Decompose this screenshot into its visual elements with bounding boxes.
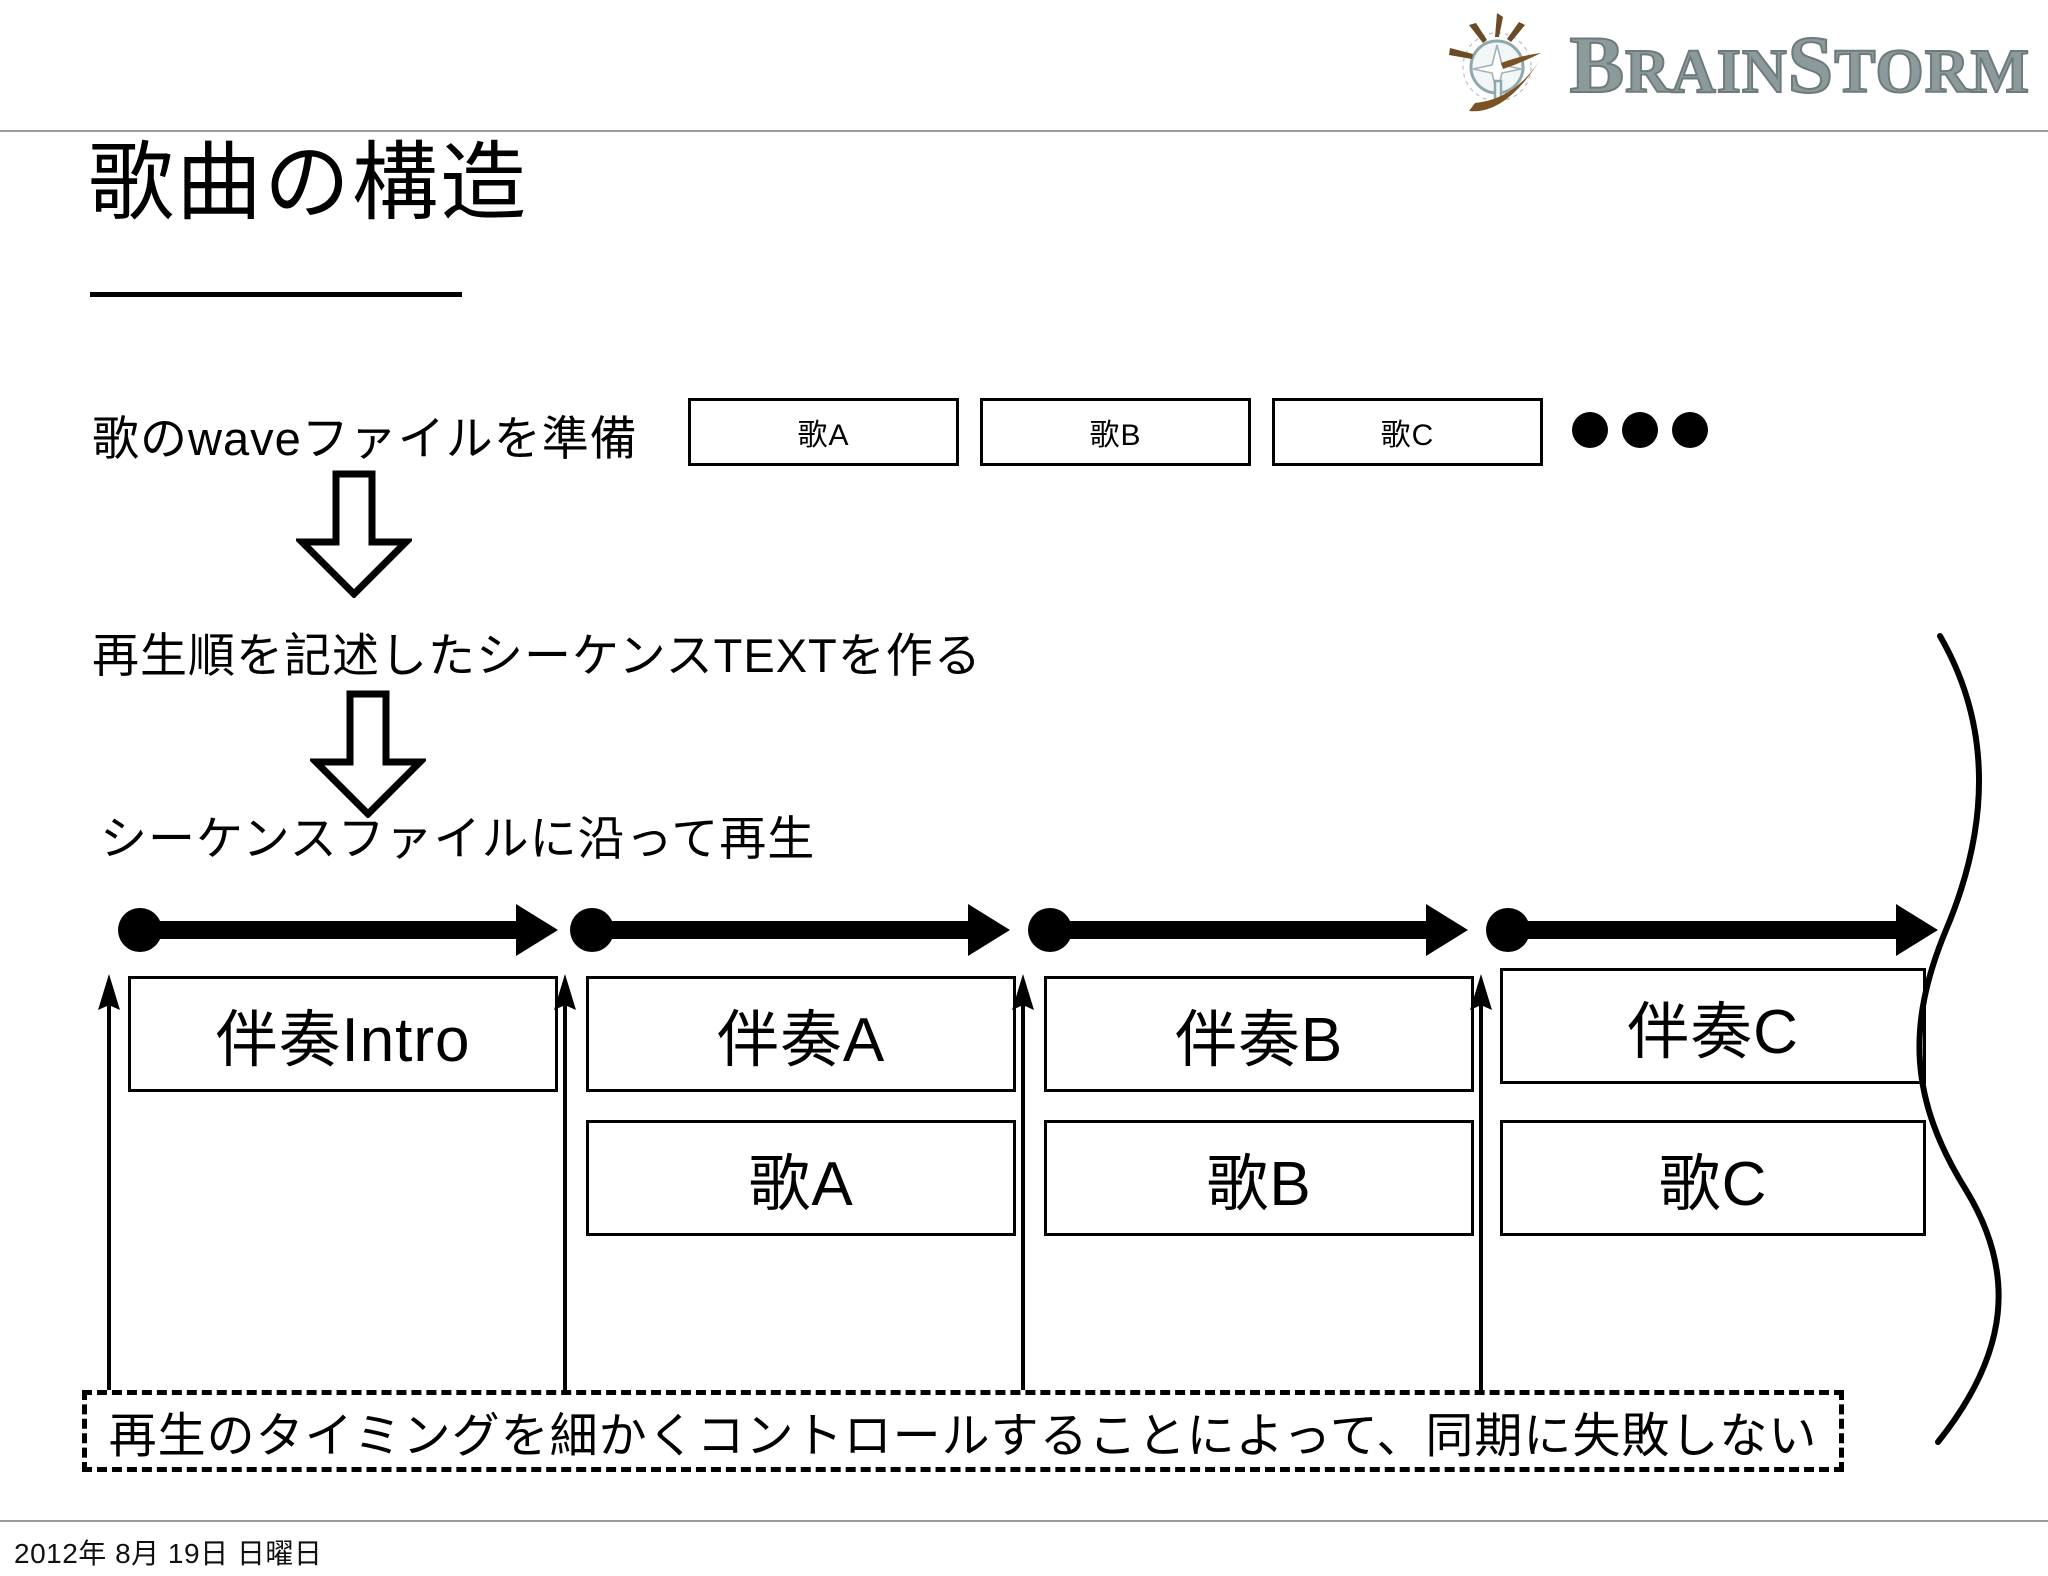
vocal-label-4: 歌C (1658, 1150, 1768, 1219)
brainstorm-logo: BRAINSTORM (1445, 6, 2030, 124)
accompaniment-box-2: 伴奏A (586, 976, 1016, 1092)
wave-file-label-a: 歌A (797, 419, 850, 452)
page-title-underline (90, 292, 462, 297)
arrow-shaft-1 (148, 921, 524, 939)
accompaniment-label-2: 伴奏A (716, 1006, 886, 1075)
arrow-right-icon-4 (1896, 904, 1938, 956)
cue-arrow-up-icon-2 (552, 972, 578, 1397)
accompaniment-label-4: 伴奏C (1627, 998, 1799, 1067)
step-2-label: 再生順を記述したシーケンスTEXTを作る (92, 629, 982, 682)
timeline-segment-arrow-1 (118, 904, 558, 956)
wave-file-box-c: 歌C (1272, 398, 1543, 466)
accompaniment-label-3: 伴奏B (1174, 1006, 1344, 1075)
brand-wordmark: BRAINSTORM (1568, 23, 2030, 107)
conclusion-note-box: 再生のタイミングを細かくコントロールすることによって、同期に失敗しない (82, 1390, 1844, 1472)
three-dots-icon (1572, 412, 1708, 448)
conclusion-note-text: 再生のタイミングを細かくコントロールすることによって、同期に失敗しない (108, 1410, 1818, 1463)
vocal-label-3: 歌B (1206, 1150, 1312, 1219)
arrow-right-icon-3 (1426, 904, 1468, 956)
wave-file-label-b: 歌B (1089, 419, 1142, 452)
timeline-segment-arrow-2 (570, 904, 1010, 956)
footer-divider (0, 1520, 2048, 1522)
brand-letters-rain: RAIN (1624, 38, 1788, 106)
cue-arrow-up-icon-1 (96, 972, 122, 1397)
footer-date: 2012年 8月 19日 日曜日 (14, 1538, 323, 1569)
block-arrow-down-icon-2 (307, 690, 429, 823)
arrow-right-icon-2 (968, 904, 1010, 956)
compass-lightbulb-logo-icon (1445, 11, 1553, 119)
block-arrow-down-icon-1 (293, 470, 415, 603)
playback-timeline: 伴奏Intro 伴奏A 歌A (0, 633, 2048, 1445)
wave-file-box-a: 歌A (688, 398, 959, 466)
accompaniment-box-4: 伴奏C (1500, 968, 1926, 1084)
timeline-segment-arrow-3 (1028, 904, 1468, 956)
arrow-shaft-4 (1516, 921, 1904, 939)
wave-file-box-b: 歌B (980, 398, 1251, 466)
step-1-label: 歌のwaveファイルを準備 (92, 412, 638, 465)
brand-letter-b: B (1568, 19, 1626, 110)
brand-letters-torm: TORM (1833, 38, 2030, 106)
cue-arrow-up-icon-3 (1010, 972, 1036, 1397)
page-title: 歌曲の構造 (88, 135, 528, 231)
vocal-label-2: 歌A (748, 1150, 854, 1219)
accompaniment-box-3: 伴奏B (1044, 976, 1474, 1092)
arrow-shaft-3 (1058, 921, 1434, 939)
cue-arrow-up-icon-4 (1468, 972, 1494, 1397)
dot-1 (1572, 412, 1608, 448)
wave-file-label-c: 歌C (1380, 419, 1435, 452)
brand-letter-s: S (1787, 19, 1835, 110)
arrow-right-icon-1 (516, 904, 558, 956)
s-curve-brace-icon (1880, 630, 2030, 1455)
dot-3 (1672, 412, 1708, 448)
vocal-box-2: 歌A (586, 1120, 1016, 1236)
arrow-shaft-2 (600, 921, 976, 939)
vocal-box-3: 歌B (1044, 1120, 1474, 1236)
step-3-label: シーケンスファイルに沿って再生 (100, 812, 816, 865)
dot-2 (1622, 412, 1658, 448)
accompaniment-box-1: 伴奏Intro (128, 976, 558, 1092)
vocal-box-4: 歌C (1500, 1120, 1926, 1236)
timeline-segment-arrow-4 (1486, 904, 1938, 956)
header-divider (0, 130, 2048, 132)
accompaniment-label-1: 伴奏Intro (215, 1006, 471, 1075)
